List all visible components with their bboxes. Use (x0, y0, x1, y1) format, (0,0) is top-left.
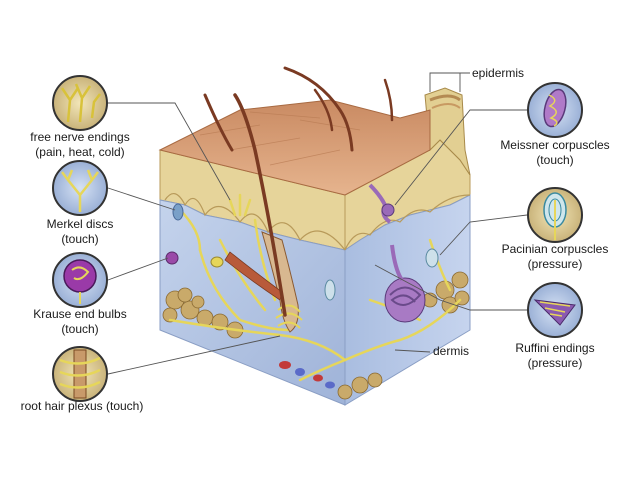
hair-root-plexus (275, 304, 303, 329)
skin-block (158, 66, 471, 406)
inset-pacinian-corpuscles (527, 187, 583, 243)
epidermis-fold (424, 87, 471, 176)
dermis-left-face (159, 199, 346, 406)
label-epidermis: epidermis (472, 66, 524, 81)
label-pacinian-corpuscles-desc: (pressure) (527, 257, 583, 271)
label-merkel-discs-title: Merkel discs (46, 217, 114, 231)
free-ending-bulb (210, 256, 224, 268)
label-free-nerve-endings-desc: (pain, heat, cold) (35, 145, 125, 159)
label-meissner-corpuscles: Meissner corpuscles (touch) (480, 138, 630, 168)
label-dermis-text: dermis (433, 344, 470, 358)
label-ruffini-endings: Ruffini endings (pressure) (480, 341, 630, 371)
label-merkel-discs: Merkel discs (touch) (10, 217, 150, 247)
label-meissner-corpuscles-title: Meissner corpuscles (500, 138, 610, 152)
small-receptor (324, 279, 336, 301)
label-free-nerve-endings-title: free nerve endings (30, 130, 130, 144)
pacinian-in-skin (425, 248, 439, 268)
inset-meissner-corpuscles (527, 82, 583, 138)
krause-bulb-in-skin (165, 251, 179, 265)
inset-root-hair-plexus (52, 346, 108, 402)
fat-tissue-right (337, 271, 470, 400)
merkel-disc-in-skin (172, 203, 184, 221)
inset-krause-end-bulbs (52, 252, 108, 308)
skin-surface (158, 99, 431, 196)
inset-ruffini-endings (527, 282, 583, 338)
inset-merkel-discs (52, 160, 108, 216)
label-merkel-discs-desc: (touch) (61, 232, 99, 246)
label-pacinian-corpuscles-title: Pacinian corpuscles (501, 242, 609, 256)
deep-corpuscle-coil (384, 244, 426, 323)
leader-lines (107, 72, 528, 375)
label-krause-end-bulbs-title: Krause end bulbs (33, 307, 127, 321)
hairs (203, 66, 394, 317)
label-krause-end-bulbs: Krause end bulbs (touch) (10, 307, 150, 337)
label-ruffini-endings-title: Ruffini endings (515, 341, 595, 355)
label-epidermis-text: epidermis (472, 66, 525, 80)
label-meissner-corpuscles-desc: (touch) (536, 153, 574, 167)
label-free-nerve-endings: free nerve endings (pain, heat, cold) (10, 130, 150, 160)
blood-cells (279, 361, 335, 389)
inset-free-nerve-endings (52, 75, 108, 131)
label-krause-end-bulbs-desc: (touch) (61, 322, 99, 336)
fat-tissue-left (162, 287, 244, 339)
label-pacinian-corpuscles: Pacinian corpuscles (pressure) (480, 242, 630, 272)
label-root-hair-plexus: root hair plexus (touch) (2, 399, 162, 414)
nerve-fibers (168, 193, 462, 382)
label-ruffini-endings-desc: (pressure) (527, 356, 583, 370)
meissner-corpuscle (368, 183, 395, 224)
label-root-hair-plexus-title: root hair plexus (touch) (20, 399, 144, 413)
label-dermis: dermis (433, 344, 469, 359)
